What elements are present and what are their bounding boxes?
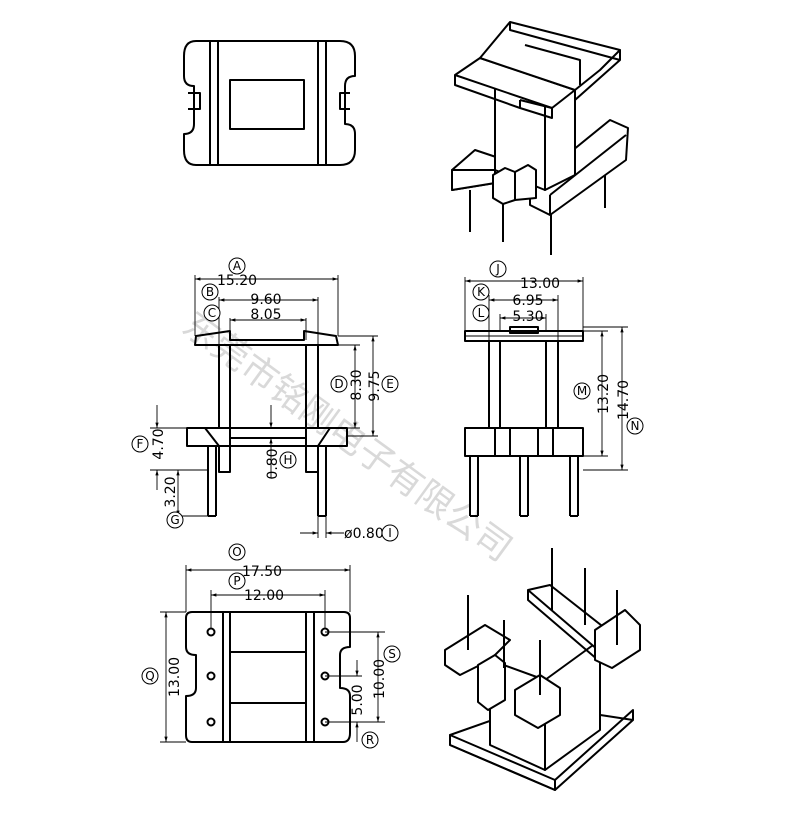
dim-R-value: 5.00 bbox=[350, 684, 366, 715]
dim-E-value: 9.75 bbox=[367, 370, 383, 401]
bottom-view bbox=[185, 611, 351, 743]
dim-E-letter: E bbox=[386, 377, 394, 391]
dim-I-value: ø0.80 bbox=[344, 526, 384, 542]
dim-B-letter: B bbox=[206, 285, 214, 299]
dim-J-value: 13.00 bbox=[520, 276, 560, 292]
dim-P-letter: P bbox=[233, 574, 240, 588]
dim-I-letter: I bbox=[388, 526, 392, 540]
dim-L-value: 5.30 bbox=[512, 309, 543, 325]
dim-S-value: 10.00 bbox=[372, 659, 388, 699]
dim-J-letter: J bbox=[495, 262, 500, 276]
dim-H-letter: H bbox=[283, 453, 292, 467]
dim-N-value: 14.70 bbox=[616, 380, 632, 420]
dim-M-letter: M bbox=[577, 384, 587, 398]
top-view bbox=[183, 40, 356, 166]
dim-D-letter: D bbox=[334, 377, 343, 391]
dim-K-value: 6.95 bbox=[512, 293, 543, 309]
dim-C-letter: C bbox=[208, 306, 216, 320]
dim-H-value: 0.80 bbox=[265, 448, 281, 479]
dim-G-letter: G bbox=[170, 513, 179, 527]
dim-S-letter: S bbox=[388, 647, 396, 661]
front-dimensions: A 15.20 B 9.60 C 8.05 D 8.30 E 9.75 bbox=[131, 257, 399, 542]
bottom-dimensions: O 17.50 P 12.00 Q 13.00 S 10.00 R 5.00 bbox=[141, 543, 401, 749]
dim-F-letter: F bbox=[137, 437, 144, 451]
dim-A-letter: A bbox=[233, 259, 242, 273]
dim-A-value: 15.20 bbox=[217, 273, 257, 289]
dim-F-value: 4.70 bbox=[151, 428, 167, 459]
dim-L-letter: L bbox=[478, 306, 485, 320]
dim-Q-value: 13.00 bbox=[167, 657, 183, 697]
dim-D-value: 8.30 bbox=[349, 369, 365, 400]
front-view bbox=[186, 330, 348, 517]
side-dimensions: J 13.00 K 6.95 L 5.30 M 13.20 N 14.70 bbox=[464, 260, 644, 471]
dim-K-letter: K bbox=[477, 285, 486, 299]
dim-P-value: 12.00 bbox=[244, 588, 284, 604]
dim-B-value: 9.60 bbox=[250, 292, 281, 308]
dim-O-value: 17.50 bbox=[242, 564, 282, 580]
iso-view-bottom bbox=[444, 548, 641, 791]
side-view bbox=[464, 326, 584, 517]
dim-G-value: 3.20 bbox=[163, 476, 179, 507]
dim-C-value: 8.05 bbox=[250, 307, 281, 323]
dim-O-letter: O bbox=[232, 545, 241, 559]
dim-N-letter: N bbox=[631, 419, 640, 433]
dim-Q-letter: Q bbox=[145, 669, 154, 683]
dim-R-letter: R bbox=[366, 733, 374, 747]
iso-view-top bbox=[451, 21, 629, 255]
dim-M-value: 13.20 bbox=[596, 374, 612, 414]
